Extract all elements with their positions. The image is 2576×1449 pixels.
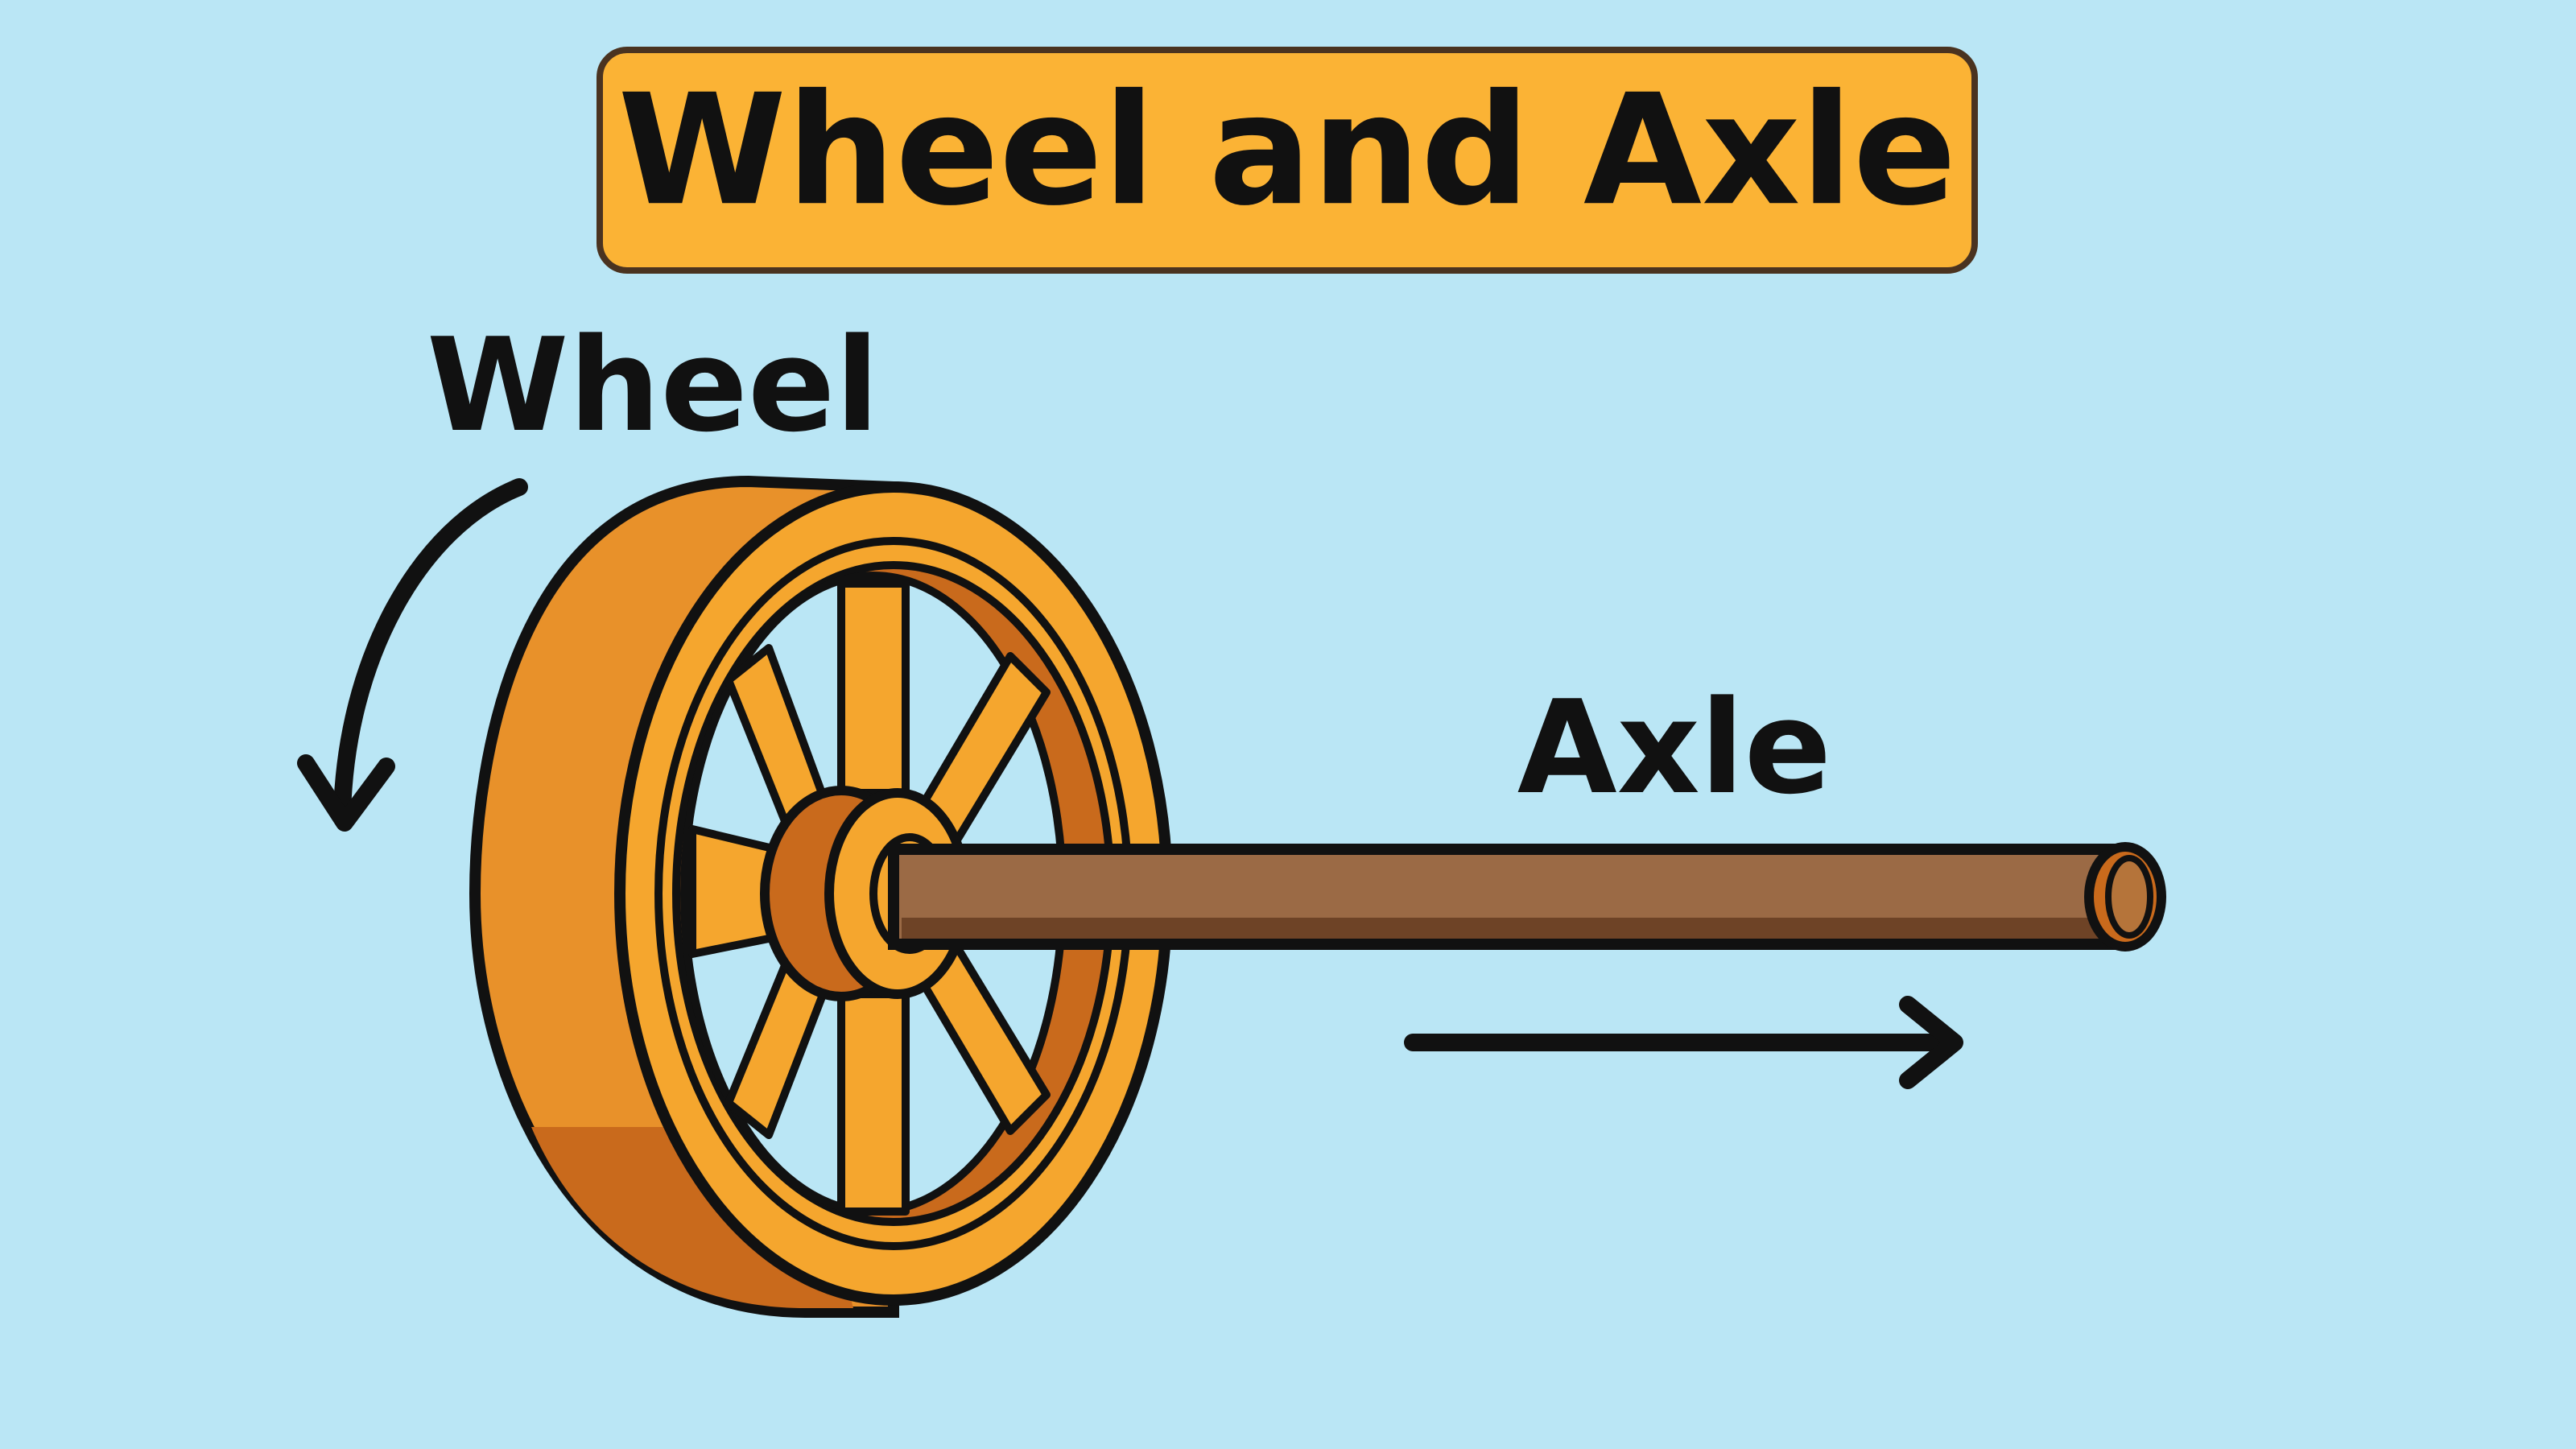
page-title: Wheel and Axle bbox=[617, 61, 1956, 239]
axle-arrow-head bbox=[1899, 996, 1963, 1089]
rotation-arrow bbox=[297, 478, 528, 832]
rotation-arrow-head bbox=[297, 754, 395, 832]
title-box bbox=[597, 47, 1978, 274]
rotation-arrow-curve bbox=[333, 478, 528, 822]
axle-end-face bbox=[2105, 855, 2153, 939]
wheel-label: Wheel bbox=[427, 310, 879, 460]
title-banner: Wheel and Axle bbox=[597, 47, 1978, 274]
spoke-bottom bbox=[837, 990, 910, 1216]
spoke-top bbox=[837, 580, 910, 797]
axle-label: Axle bbox=[1517, 672, 1831, 823]
axle-shadow bbox=[902, 918, 2113, 939]
axle bbox=[888, 842, 2166, 952]
axle-arrow bbox=[1404, 996, 1963, 1089]
